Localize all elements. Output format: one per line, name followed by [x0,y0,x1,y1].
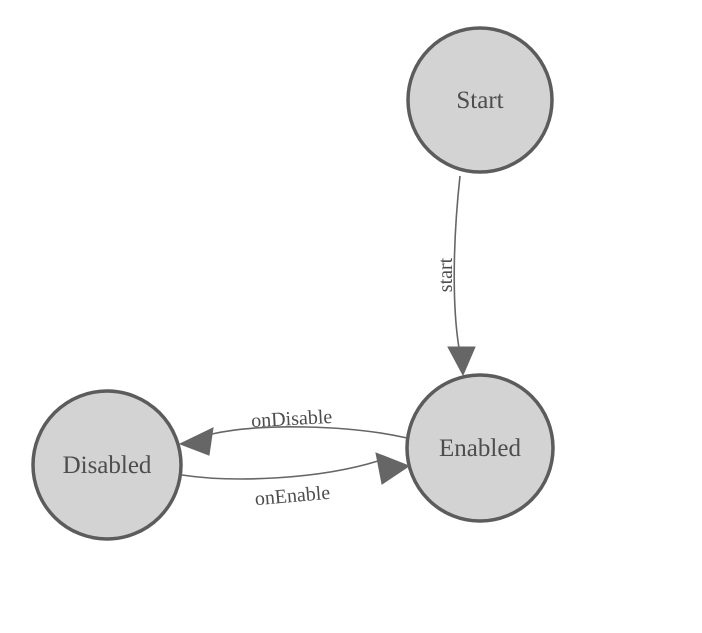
state-label-disabled: Disabled [63,452,152,479]
arrowhead-right-icon [375,452,411,485]
arrowhead-left-icon [178,427,214,456]
edge-disabled-to-enabled [181,460,379,480]
state-node-disabled [31,389,183,541]
state-label-start: Start [456,87,503,114]
state-label-enabled: Enabled [439,435,521,462]
state-node-enabled [405,373,555,523]
arrowhead-down-icon [447,346,476,377]
edge-label-onenable: onEnable [254,482,331,511]
edge-label-ondisable: onDisable [251,406,333,432]
edge-label-start: start [435,257,457,292]
edge-start-to-enabled [453,175,461,349]
state-node-start [406,26,554,174]
edge-enabled-to-disabled [211,426,408,439]
